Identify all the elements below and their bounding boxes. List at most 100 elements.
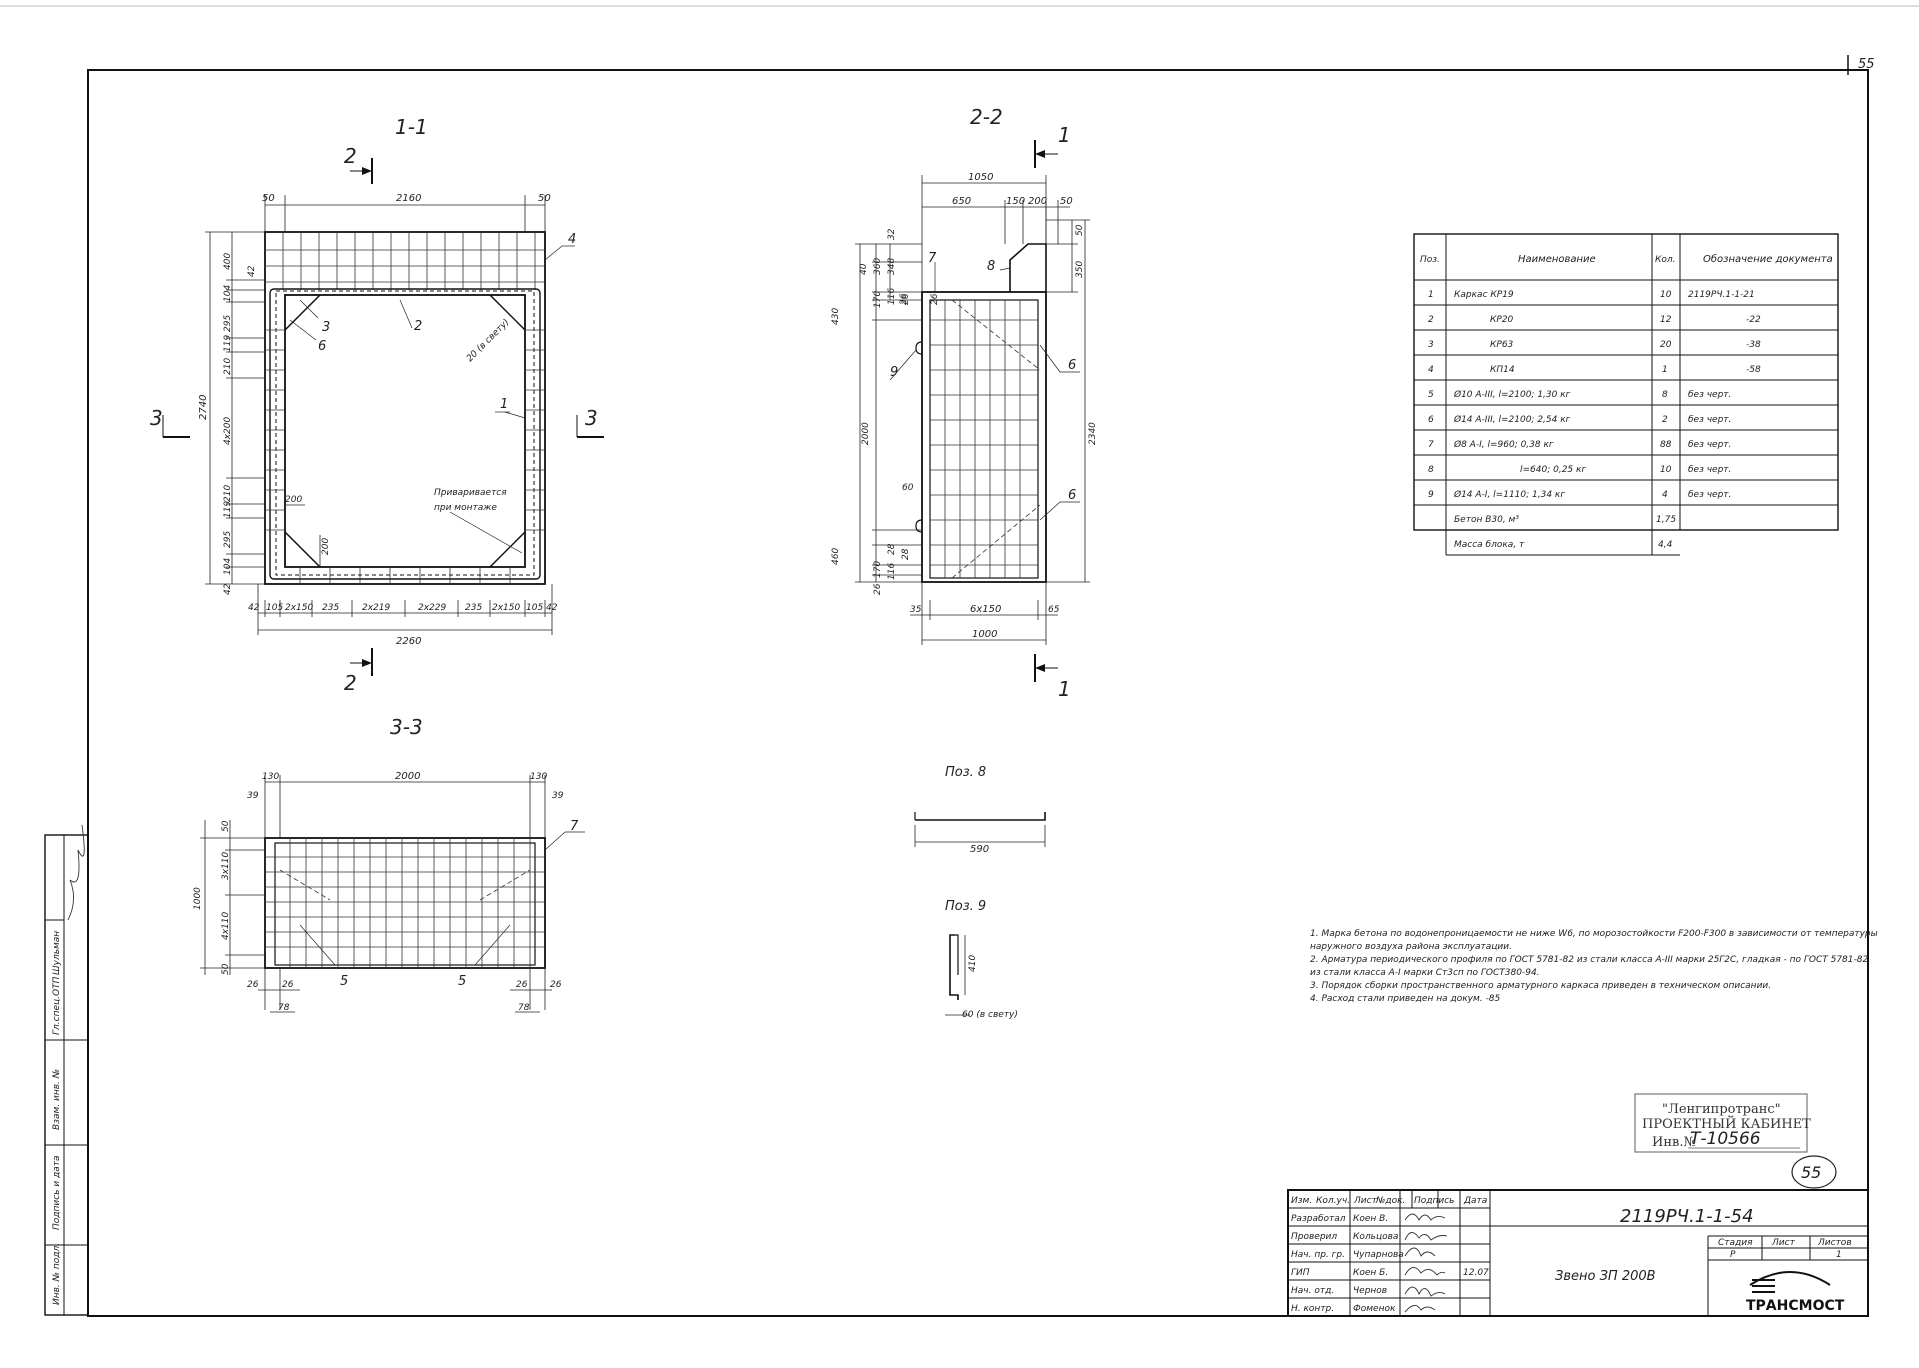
- dim-22-left-12: 170: [873, 561, 883, 578]
- spec-row-1-name: Каркас КР19: [1454, 290, 1514, 300]
- dim-bottom-6: 2x229: [418, 603, 447, 613]
- view-1-1: 1-1 2 2 3 3: [150, 115, 604, 695]
- callout-33-5b: 5: [458, 974, 466, 989]
- dim-22-inner-1: 26: [901, 293, 911, 305]
- logo-text: ТРАНСМОСТ: [1746, 1298, 1845, 1314]
- dim-bottom-9: 105: [526, 603, 543, 613]
- tb-person-3: Чупарнова: [1353, 1250, 1404, 1260]
- dim-33-side-1: 39: [247, 791, 259, 801]
- tb-header-data: Дата: [1463, 1196, 1487, 1206]
- spec-header-doc: Обозначение документа: [1703, 253, 1833, 265]
- dim-bottom-8: 2x150: [492, 603, 521, 613]
- stamp-line-3: Инв.№: [1652, 1135, 1696, 1150]
- dim-left-9: 119: [223, 501, 233, 518]
- dim-33-bottom-2: 26: [282, 980, 294, 990]
- dim-bottom-5: 2x219: [362, 603, 391, 613]
- spec-row-10-qty: 1,75: [1656, 515, 1676, 525]
- callout-22-7: 7: [928, 251, 937, 266]
- dim-22-left-11: 28: [887, 543, 897, 555]
- cut-2-bottom: 2: [344, 671, 357, 695]
- callout-4: 4: [568, 232, 576, 247]
- spec-row-6-qty: 2: [1662, 415, 1668, 425]
- dim-22-inner-3: 60: [902, 483, 914, 493]
- spec-row-9-name: Ø14 A-I, l=1110; 1,34 кг: [1453, 489, 1565, 500]
- dim-left-2: 42: [247, 265, 257, 277]
- dim-left-overall: 2740: [198, 395, 209, 420]
- spec-row-4-pos: 4: [1428, 365, 1434, 375]
- dim-22-left-6: 116: [887, 288, 897, 305]
- dim-33-top-2: 2000: [395, 771, 420, 782]
- inner-dim-1: 200: [285, 495, 302, 505]
- dim-bottom-7: 235: [465, 603, 482, 613]
- transmost-logo: ТРАНСМОСТ: [1746, 1271, 1845, 1314]
- pos9-dim-w: 60 (в свету): [962, 1010, 1018, 1020]
- note-line-2: наружного воздуха района эксплуатации.: [1310, 942, 1512, 952]
- weld-note-2: при монтаже: [434, 503, 497, 513]
- dim-22-left-13: 116: [887, 563, 897, 580]
- dim-top-3: 50: [538, 193, 551, 204]
- dim-22-top-2: 150: [1006, 196, 1025, 207]
- spec-row-7-qty: 88: [1660, 440, 1672, 450]
- spec-row-8-pos: 8: [1428, 465, 1434, 475]
- dim-33-bottom-3: 26: [516, 980, 528, 990]
- spec-row-5-qty: 8: [1662, 390, 1668, 400]
- dim-22-left-5: 170: [873, 291, 883, 308]
- dim-22-bottom-1: 35: [910, 605, 922, 615]
- dim-33-side-2: 39: [552, 791, 564, 801]
- detail-pos9: Поз. 9 410 60 (в свету): [945, 899, 1018, 1020]
- strip-label-sign: Подпись и дата: [52, 1155, 62, 1230]
- dim-22-left-7: 26: [899, 293, 909, 305]
- spec-row-3-name: КР63: [1490, 340, 1514, 350]
- spec-row-1-doc: 2119РЧ.1-1-21: [1688, 290, 1755, 300]
- spec-row-2-name: КР20: [1490, 315, 1514, 325]
- spec-row-5-name: Ø10 A-III, l=2100; 1,30 кг: [1453, 389, 1571, 400]
- callout-1: 1: [500, 397, 508, 412]
- dim-bottom-1: 42: [248, 603, 260, 613]
- tb-role-2: Проверил: [1291, 1232, 1337, 1242]
- note-line-1: 1. Марка бетона по водонепроницаемости н…: [1310, 929, 1878, 939]
- dim-22-top-4: 50: [1060, 196, 1073, 207]
- tb-role-5: Нач. отд.: [1291, 1286, 1334, 1296]
- view-2-2-title: 2-2: [970, 105, 1003, 129]
- sheet-number: 55: [1858, 57, 1875, 72]
- tb-person-5: Чернов: [1353, 1286, 1387, 1296]
- tb-stage-value-3: 1: [1836, 1250, 1842, 1260]
- dim-22-top-overall: 1050: [968, 172, 993, 183]
- spec-row-10-name: Бетон В30, м³: [1454, 515, 1519, 525]
- dim-bottom-3: 2x150: [285, 603, 314, 613]
- dim-top-2: 2160: [396, 193, 421, 204]
- signatures: [1404, 1213, 1448, 1313]
- dim-left-10: 295: [223, 531, 233, 548]
- dim-33-left-1: 50: [221, 820, 231, 832]
- strip-person-name: Шульман: [52, 931, 62, 975]
- spec-row-6-name: Ø14 A-III, l=2100; 2,54 кг: [1453, 414, 1571, 425]
- cut-1-top: 1: [1058, 123, 1071, 147]
- spec-row-5-pos: 5: [1428, 390, 1434, 400]
- spec-row-8-qty: 10: [1660, 465, 1672, 475]
- dim-33-left-5: 50: [221, 963, 231, 975]
- spec-row-4-doc: -58: [1746, 365, 1761, 375]
- spec-row-3-qty: 20: [1660, 340, 1672, 350]
- dim-top-1: 50: [262, 193, 275, 204]
- dim-bottom-4: 235: [322, 603, 339, 613]
- dim-left-6: 210: [223, 358, 233, 375]
- tb-person-1: Коен В.: [1353, 1214, 1388, 1224]
- dim-33-left-2: 3x110: [221, 851, 231, 880]
- pos9-dim-h: 410: [968, 955, 978, 972]
- callout-3: 3: [322, 320, 330, 335]
- strip-signature: [67, 824, 85, 921]
- view-1-1-title: 1-1: [395, 115, 428, 139]
- tb-role-3: Нач. пр. гр.: [1291, 1250, 1345, 1260]
- cut-1-bottom: 1: [1058, 677, 1071, 701]
- spec-header-qty: Кол.: [1655, 255, 1676, 265]
- spec-header-name: Наименование: [1518, 254, 1596, 265]
- cut-3-right: 3: [585, 406, 598, 430]
- tb-header-koluch: Кол.уч.: [1316, 1196, 1350, 1206]
- dim-22-top-1: 650: [952, 196, 971, 207]
- spec-row-3-doc: -38: [1746, 340, 1761, 350]
- callout-33-5a: 5: [340, 974, 348, 989]
- spec-table: Поз. Наименование Кол. Обозначение докум…: [1413, 233, 1839, 556]
- dim-22-left-8: 430: [831, 308, 841, 325]
- dim-22-left-14: 26: [873, 583, 883, 595]
- note-line-5: 3. Порядок сборки пространственного арма…: [1310, 981, 1771, 991]
